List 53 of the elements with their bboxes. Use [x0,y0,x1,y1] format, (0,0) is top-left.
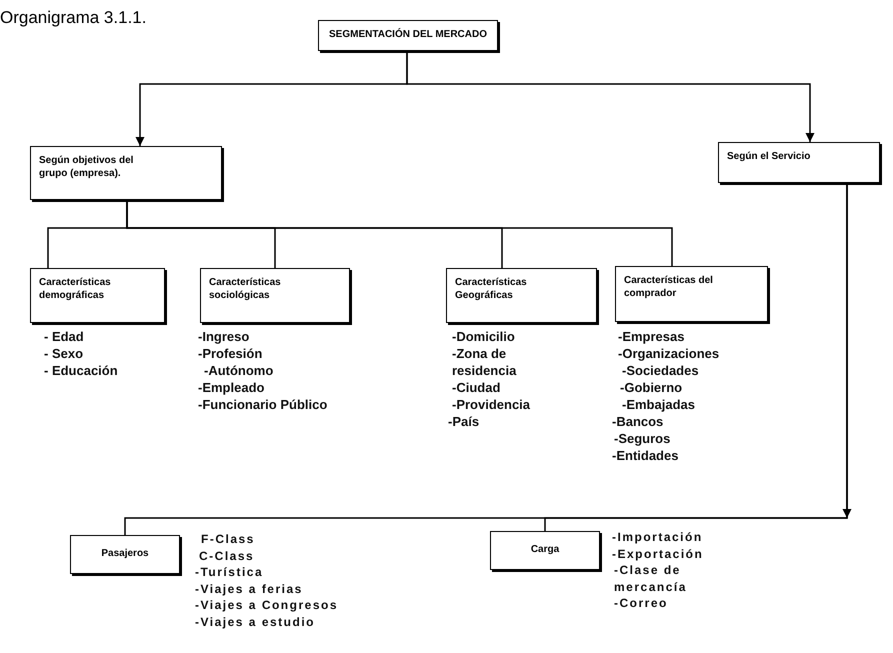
org-box [30,268,165,323]
box-title: Características sociológicas [209,277,282,302]
box-title: Características demográficas [39,277,112,302]
org-box [318,20,498,51]
box-title: Carga [530,544,560,557]
list-item: -Viajes a estudio [195,614,316,630]
list-item: -País [448,413,480,430]
list-item: -Importación [612,529,704,546]
org-box [718,142,880,183]
figure-label: Organigrama 3.1.1. [0,8,146,28]
list-item: -Organizaciones [617,345,720,362]
list-item: -Gobierno [619,379,684,396]
list-item: - Edad [44,328,85,345]
list-item: -Exportación [612,546,704,562]
list-item: C-Class [198,548,256,564]
connector [406,51,814,142]
connector [544,183,848,531]
list-item: -Embajadas [621,396,696,413]
list-item: -Zona de residencia [451,345,518,379]
list-item: -Turística [195,564,264,580]
list-item: -Entidades [612,447,680,464]
list-item: -Ingreso [198,328,250,345]
list-item: -Ciudad [451,379,502,396]
org-box [615,266,768,322]
list-item: -Seguros [613,430,672,447]
org-box [490,531,600,570]
list-item: -Sociedades [621,362,700,379]
connector [126,200,673,266]
box-title: Según el Servicio [727,151,810,164]
list-item: -Profesión [198,345,264,362]
org-box [200,268,350,323]
list-item: - Sexo [44,345,84,362]
list-item: -Clase de mercancía [613,562,688,595]
box-title: Características Geográficas [455,277,528,302]
org-box [70,535,180,574]
box-title: SEGMENTACIÓN DEL MERCADO [329,29,487,42]
box-title: Características del comprador [624,275,714,300]
list-item: -Empleado [198,379,266,396]
box-title: Según objetivos del grupo (empresa). [39,155,134,180]
list-item: -Bancos [612,413,664,430]
list-item: -Viajes a ferias [195,580,304,597]
list-item: F-Class [200,531,256,548]
list-item: -Funcionario Público [198,396,328,413]
list-item: -Providencia [451,396,532,413]
org-box [30,146,222,200]
list-item: - Educación [44,362,118,379]
box-title: Pasajeros [101,548,149,561]
list-item: -Correo [613,595,669,612]
list-item: -Viajes a Congresos [195,597,338,614]
list-item: -Empresas [617,328,686,345]
org-box [446,268,597,323]
list-item: -Autónomo [203,362,274,379]
list-item: -Domicilio [451,328,516,345]
